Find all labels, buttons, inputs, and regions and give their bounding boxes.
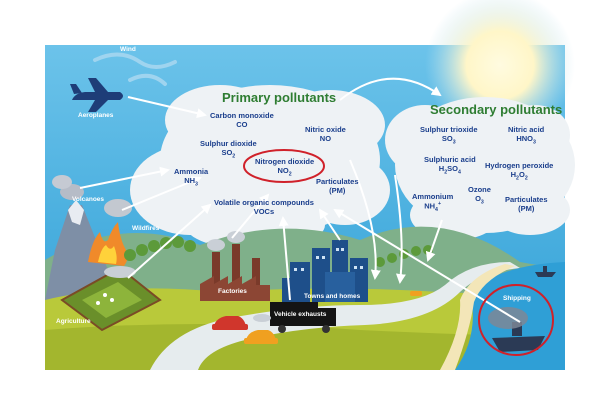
- pollutant-o3: Ozone O3: [468, 185, 491, 206]
- aeroplane-icon: [70, 78, 123, 112]
- label-towns: Towns and homes: [304, 293, 361, 300]
- volcano: [45, 175, 120, 300]
- ship: [488, 307, 545, 352]
- towns-and-homes: [282, 240, 368, 302]
- pollutant-so3: Sulphur trioxide SO3: [420, 125, 478, 146]
- vehicle-exhausts: [212, 291, 422, 344]
- pollutant-nh4: Ammonium NH4+: [412, 192, 454, 214]
- label-agriculture: Agriculture: [56, 318, 91, 325]
- label-shipping: Shipping: [503, 295, 531, 302]
- distant-ship: [535, 266, 556, 277]
- label-aeroplanes: Aeroplanes: [78, 112, 114, 119]
- primary-heading: Primary pollutants: [222, 90, 337, 105]
- pollutant-nh3: Ammonia NH3: [174, 167, 209, 188]
- pollutant-hno3: Nitric acid HNO3: [508, 125, 545, 146]
- pollution-arrows: [79, 77, 521, 323]
- wildfire: [88, 199, 132, 266]
- pollutant-no2: Nitrogen dioxide NO2: [255, 157, 315, 178]
- label-wildfires: Wildfires: [132, 225, 160, 232]
- wind-swirl: [93, 52, 177, 86]
- secondary-heading: Secondary pollutants: [430, 102, 563, 117]
- pollutant-pm-secondary: Particulates(PM): [505, 195, 548, 214]
- pollutant-h2so4: Sulphuric acid H2SO4: [424, 155, 476, 176]
- no2-highlight-ring: [243, 149, 325, 183]
- shipping-highlight-ring: [478, 284, 554, 356]
- town-windows: [294, 248, 363, 271]
- label-factories: Factories: [218, 288, 247, 295]
- pollutant-h2o2: Hydrogen peroxide H2O2: [485, 161, 554, 182]
- label-wind: Wind: [120, 46, 136, 53]
- factories: [200, 231, 270, 301]
- label-vehicles: Vehicle exhausts: [274, 311, 327, 318]
- beach: [440, 264, 515, 370]
- agriculture-field: [60, 266, 162, 332]
- pollutant-pm-primary: Particulates(PM): [316, 177, 359, 196]
- label-volcanoes: Volcanoes: [72, 196, 105, 203]
- pollutant-so2: Sulphur dioxide SO2: [200, 139, 257, 160]
